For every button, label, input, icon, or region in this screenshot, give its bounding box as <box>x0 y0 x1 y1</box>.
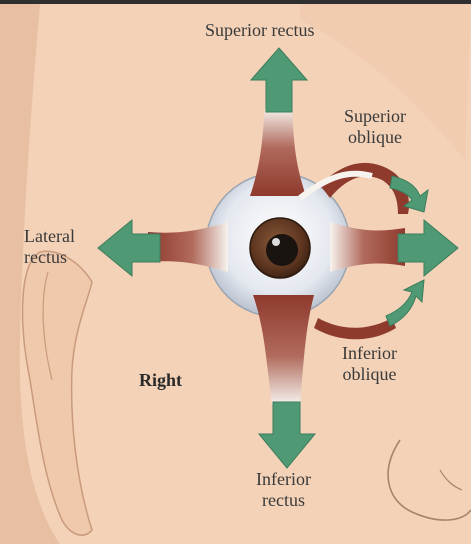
inferior-rectus-line-1: Inferior <box>256 469 311 490</box>
lateral-rectus-line-2: rectus <box>24 247 75 268</box>
superior-oblique-line-1: Superior <box>344 106 406 127</box>
pupil-highlight <box>272 238 280 246</box>
top-border <box>0 0 471 4</box>
superior-rectus-text: Superior rectus <box>205 20 314 41</box>
superior-oblique-label: Superior oblique <box>344 106 406 147</box>
side-label-text: Right <box>139 370 182 391</box>
pupil <box>266 234 298 266</box>
inferior-rectus-line-2: rectus <box>256 490 311 511</box>
superior-oblique-line-2: oblique <box>344 127 406 148</box>
inferior-oblique-label: Inferior oblique <box>342 343 397 384</box>
side-label: Right <box>139 370 182 391</box>
lateral-rectus-line-1: Lateral <box>24 226 75 247</box>
inferior-rectus-label: Inferior rectus <box>256 469 311 510</box>
inferior-oblique-line-2: oblique <box>342 364 397 385</box>
lateral-rectus-label: Lateral rectus <box>24 226 75 267</box>
superior-rectus-label: Superior rectus <box>205 20 314 41</box>
inferior-oblique-line-1: Inferior <box>342 343 397 364</box>
